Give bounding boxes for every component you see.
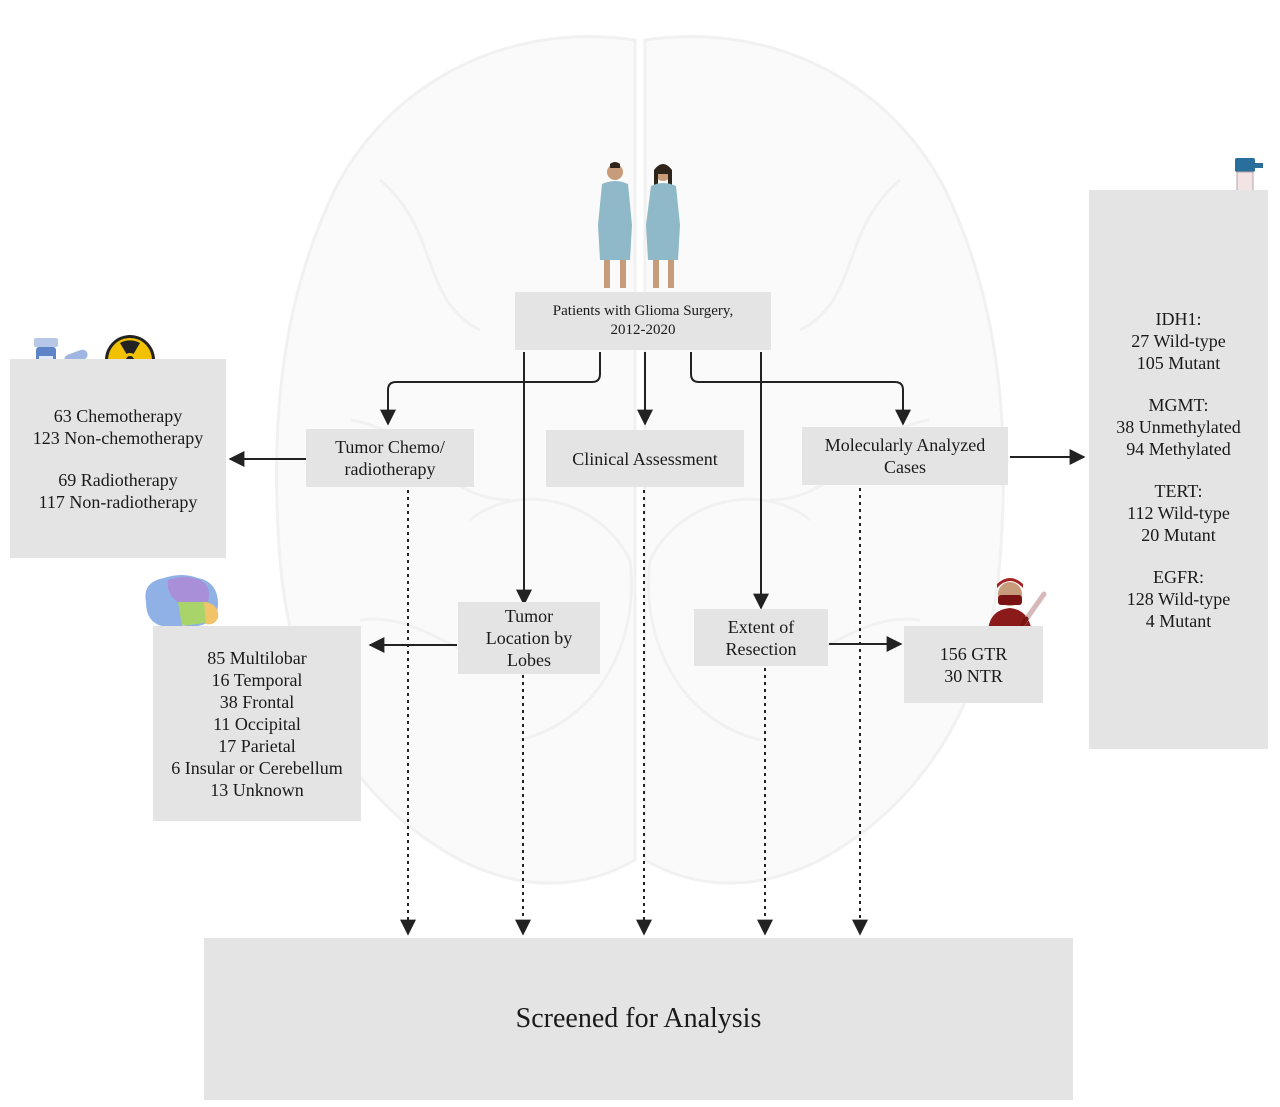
chemo-radio-box: Tumor Chemo/ radiotherapy (306, 429, 474, 487)
molecular-line-2: Cases (883, 457, 926, 477)
arrow-to-chemo-radio (380, 352, 601, 426)
molecular-box: Molecularly Analyzed Cases (802, 427, 1008, 485)
non-chemo-count: 123 Non-chemotherapy (32, 427, 204, 448)
resection-line-1: Extent of (727, 616, 795, 637)
tert-mutant: 20 Mutant (1141, 524, 1216, 545)
surgeon-icon (988, 578, 1047, 634)
patients-icon (598, 162, 680, 288)
tert-label: TERT: (1154, 480, 1203, 501)
location-box: Tumor Location by Lobes (458, 602, 600, 674)
screened-for-analysis-box: Screened for Analysis (204, 938, 1073, 1100)
clinical-label: Clinical Assessment (572, 448, 718, 469)
lobe-item: 11 Occipital (213, 713, 301, 734)
egfr-mutant: 4 Mutant (1145, 610, 1212, 631)
resection-line-2: Resection (725, 638, 797, 659)
idh1-section: IDH1: 27 Wild-type 105 Mutant (1116, 308, 1240, 374)
idh1-label: IDH1: (1155, 308, 1202, 329)
brain-icon (145, 575, 219, 644)
mgmt-methylated: 94 Methylated (1126, 438, 1231, 459)
patients-root-box: Patients with Glioma Surgery, 2012-2020 (515, 292, 771, 350)
idh1-mutant: 105 Mutant (1136, 352, 1221, 373)
lobe-item: 13 Unknown (210, 779, 304, 800)
treatment-results-box: 63 Chemotherapy 123 Non-chemotherapy 69 … (10, 359, 226, 558)
lobe-item: 85 Multilobar (207, 647, 307, 668)
resection-box: Extent of Resection (694, 609, 828, 666)
egfr-section: EGFR: 128 Wild-type 4 Mutant (1116, 566, 1240, 632)
lobe-item: 6 Insular or Cerebellum (171, 757, 343, 778)
mgmt-unmethylated: 38 Unmethylated (1116, 416, 1241, 437)
molecular-line-1: Molecularly Analyzed (824, 435, 986, 455)
lobe-results-box: 85 Multilobar 16 Temporal 38 Frontal 11 … (153, 626, 361, 821)
clinical-assessment-box: Clinical Assessment (546, 430, 744, 487)
lobe-item: 16 Temporal (211, 669, 303, 690)
chemo-radio-line-2: radiotherapy (344, 459, 436, 479)
radio-count: 69 Radiotherapy (58, 469, 178, 490)
root-line-1: Patients with Glioma Surgery, (552, 303, 734, 319)
location-line-3: Lobes (506, 650, 551, 670)
resection-results-box: 156 GTR 30 NTR (904, 626, 1043, 703)
chemo-count: 63 Chemotherapy (53, 405, 183, 426)
ntr-count: 30 NTR (944, 665, 1003, 686)
idh1-wildtype: 27 Wild-type (1131, 330, 1226, 351)
chemo-radio-line-1: Tumor Chemo/ (335, 437, 445, 457)
molecular-results-box: IDH1: 27 Wild-type 105 Mutant MGMT: 38 U… (1089, 190, 1268, 749)
gtr-count: 156 GTR (939, 643, 1008, 664)
arrow-to-molecular (690, 352, 911, 426)
egfr-label: EGFR: (1152, 566, 1204, 587)
lobe-item: 17 Parietal (218, 735, 296, 756)
screened-label: Screened for Analysis (515, 1003, 762, 1034)
non-radio-count: 117 Non-radiotherapy (38, 491, 198, 512)
egfr-wildtype: 128 Wild-type (1126, 588, 1231, 609)
location-line-1: Tumor (504, 606, 554, 626)
location-line-2: Location by (485, 628, 573, 648)
mgmt-label: MGMT: (1148, 394, 1209, 415)
root-line-2: 2012-2020 (610, 322, 676, 338)
tert-wildtype: 112 Wild-type (1127, 502, 1230, 523)
lobe-item: 38 Frontal (219, 691, 295, 712)
mgmt-section: MGMT: 38 Unmethylated 94 Methylated (1116, 394, 1240, 460)
tert-section: TERT: 112 Wild-type 20 Mutant (1116, 480, 1240, 546)
